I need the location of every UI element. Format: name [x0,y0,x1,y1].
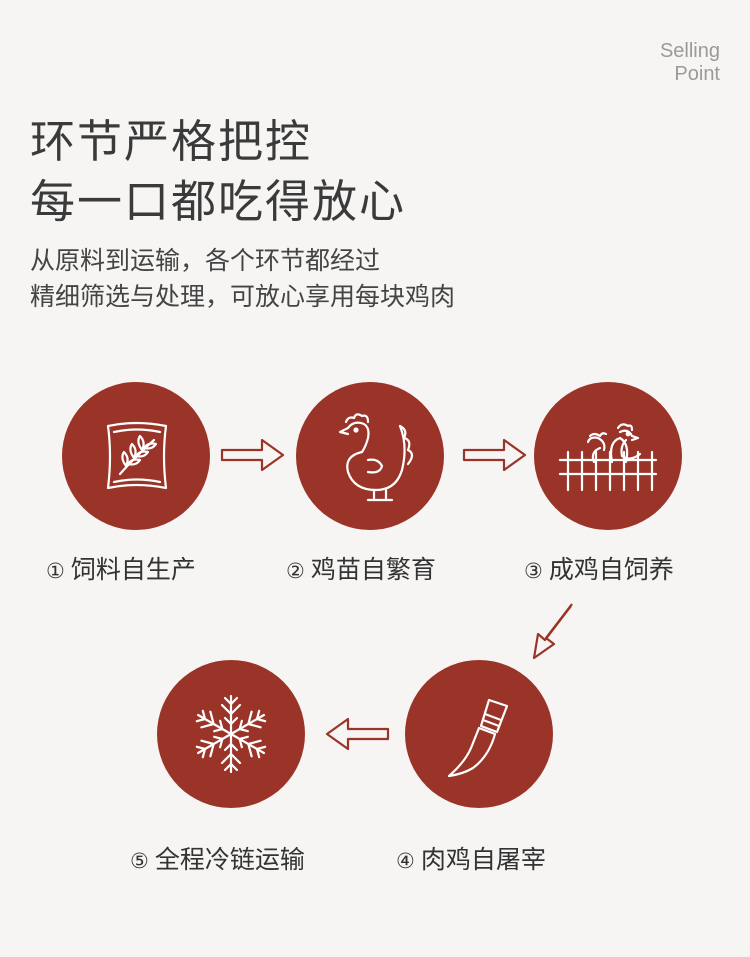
step-5-number: ⑤ [130,849,149,873]
selling-point-tag: Selling Point [660,40,720,86]
snowflake-icon [192,694,270,774]
page-title: 环节严格把控 每一口都吃得放心 [30,112,406,232]
step-1-number: ① [46,559,65,583]
subtitle: 从原料到运输，各个环节都经过 精细筛选与处理，可放心享用每块鸡肉 [30,243,455,315]
step-4-circle [405,660,553,808]
step-5-circle [157,660,305,808]
knife-icon [447,698,509,778]
arrow-right-2 [462,438,527,472]
subtitle-line-2: 精细筛选与处理，可放心享用每块鸡肉 [30,282,456,311]
step-4-number: ④ [396,849,415,873]
step-3-circle [534,382,682,530]
title-line-2: 每一口都吃得放心 [30,175,407,228]
step-1-text: 饲料自生产 [70,555,196,584]
step-2-number: ② [286,559,305,583]
chicken-fence-icon [558,423,658,492]
step-4-text: 肉鸡自屠宰 [420,845,546,874]
step-2-circle [296,382,444,530]
title-line-1: 环节严格把控 [30,115,313,168]
step-3-number: ③ [524,559,543,583]
feed-bag-icon [106,421,168,490]
step-1-circle [62,382,210,530]
chicken-icon [338,413,414,502]
arrow-right-1 [220,438,285,472]
arrow-left [325,717,390,751]
step-2-text: 鸡苗自繁育 [310,555,436,584]
step-3-text: 成鸡自饲养 [548,555,674,584]
step-5-text: 全程冷链运输 [154,845,305,874]
tag-line-1: Selling [659,40,720,62]
tag-line-2: Point [674,63,720,85]
subtitle-line-1: 从原料到运输，各个环节都经过 [30,246,381,275]
arrow-down-left [532,603,573,660]
